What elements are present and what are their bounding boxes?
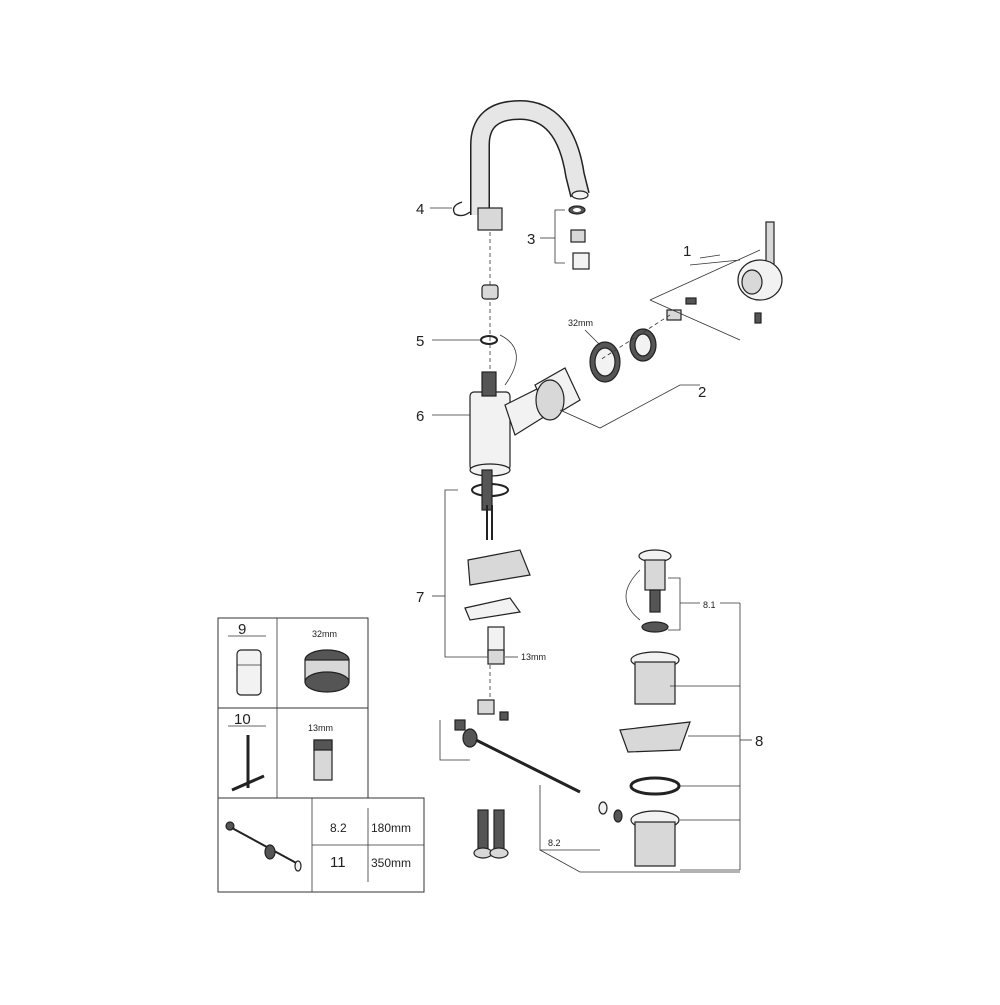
- drain-body: [619, 651, 691, 867]
- rod-length-0: 180mm: [371, 821, 411, 835]
- cartridge-cover: [629, 328, 657, 362]
- callout-3: 3: [527, 231, 535, 248]
- cartridge: [534, 367, 581, 421]
- dim-hose-nut: 13mm: [521, 652, 546, 662]
- spout-clip: [452, 201, 471, 217]
- supply-hoses: [471, 469, 509, 540]
- callout-5: 5: [416, 333, 424, 350]
- lift-rod-clamp: [454, 699, 509, 731]
- callout-7: 7: [416, 589, 424, 606]
- callout-4: 4: [416, 201, 424, 218]
- accessory-10-size: 13mm: [308, 723, 333, 733]
- spout-insert: [481, 284, 499, 300]
- lever-handle: [737, 221, 783, 301]
- key-tool: [231, 735, 265, 792]
- dim-cartridge-nut: 32mm: [568, 318, 593, 328]
- lift-rod-set: [225, 821, 302, 872]
- hose-ends: [473, 809, 509, 859]
- o-ring: [480, 335, 498, 345]
- cartridge-tool: [236, 649, 262, 696]
- handle-screw: [666, 297, 762, 324]
- aerator-set: [568, 205, 590, 270]
- spout: [470, 99, 590, 231]
- callout-2: 2: [698, 384, 706, 401]
- accessory-9-size: 32mm: [312, 629, 337, 639]
- mounting-plate: [464, 549, 531, 621]
- nut-13mm: [313, 739, 333, 781]
- rod-length-1: 350mm: [371, 856, 411, 870]
- rod-ref-1: 11: [330, 854, 346, 871]
- accessory-9-label: 9: [238, 621, 246, 638]
- nut-32mm: [304, 649, 350, 693]
- rod-ref-0: 8.2: [330, 821, 347, 835]
- pivot-rod: [462, 728, 623, 823]
- assembly-arrow: [499, 334, 517, 386]
- callout-8-1: 8.1: [703, 600, 716, 610]
- pop-up-plug: [638, 549, 672, 633]
- accessory-10-label: 10: [234, 711, 251, 728]
- cartridge-nut: [589, 341, 621, 383]
- callout-8-2: 8.2: [548, 838, 561, 848]
- callout-8: 8: [755, 733, 763, 750]
- callout-1: 1: [683, 243, 691, 260]
- mounting-nut: [487, 626, 505, 665]
- callout-6: 6: [416, 408, 424, 425]
